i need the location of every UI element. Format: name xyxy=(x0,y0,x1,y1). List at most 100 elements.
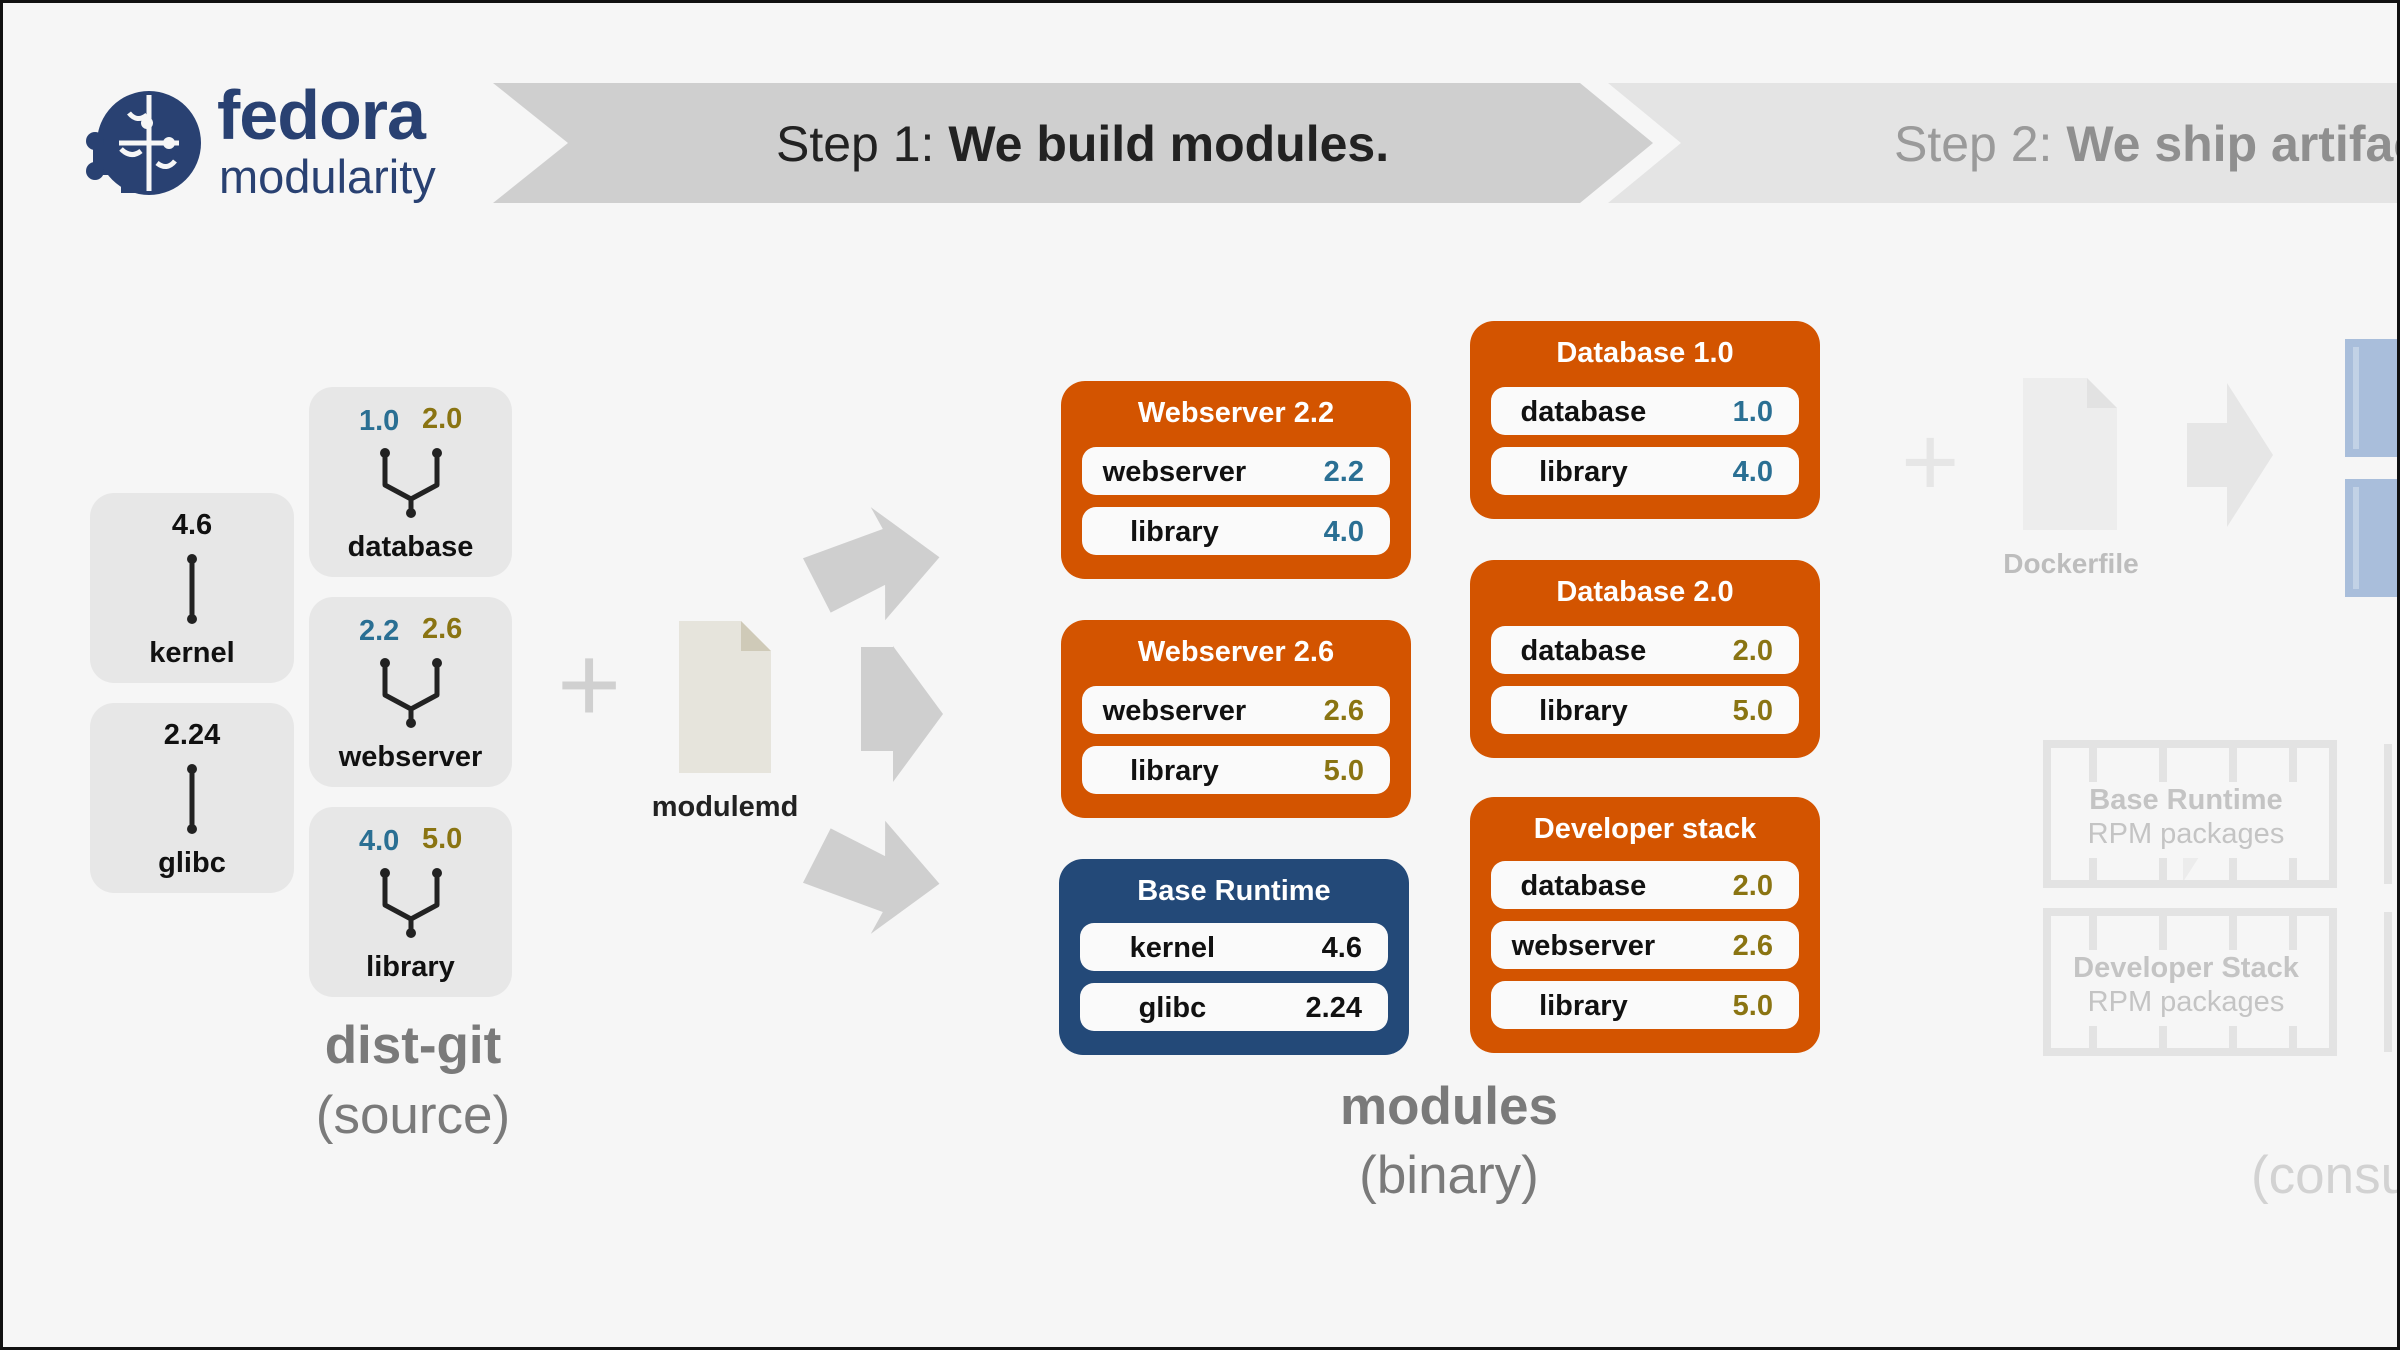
glibc-label: glibc xyxy=(158,847,226,879)
webserver-version-1: 2.2 xyxy=(359,615,400,647)
module-row: webserver 2.6 xyxy=(1082,686,1390,734)
modulemd-file-icon xyxy=(679,621,771,773)
row-version: 5.0 xyxy=(1732,990,1773,1022)
fedora-puzzle-icon xyxy=(86,91,201,195)
webserver-version-2: 2.6 xyxy=(422,613,463,645)
database-label: database xyxy=(347,531,474,563)
row-version: 4.6 xyxy=(1321,932,1362,964)
step-banners xyxy=(493,83,2397,203)
dockerfile-file-icon xyxy=(2023,378,2117,530)
module-row: library 5.0 xyxy=(1082,746,1390,794)
row-package: glibc xyxy=(1138,992,1207,1024)
step1-label: Step 1: We build modules. xyxy=(776,116,1390,172)
module-title: Database 1.0 xyxy=(1556,337,1734,369)
module-row: database 1.0 xyxy=(1491,387,1799,435)
modules-title: modules xyxy=(1340,1077,1558,1136)
plus-sign: + xyxy=(557,623,622,746)
row-version: 2.6 xyxy=(1323,695,1364,727)
single-branch-icon xyxy=(187,764,197,834)
row-version: 2.6 xyxy=(1732,930,1773,962)
build-arrows xyxy=(802,507,943,934)
module-webserver-2-2: Webserver 2.2 webserver 2.2 library 4.0 xyxy=(1061,381,1411,579)
module-database-1-0: Database 1.0 database 1.0 library 4.0 xyxy=(1470,321,1820,519)
module-row: database 2.0 xyxy=(1491,626,1799,674)
dockerfile-label: Dockerfile xyxy=(2003,548,2139,579)
module-developer-stack: Developer stack database 2.0 webserver 2… xyxy=(1470,797,1820,1053)
branch-merge-icon xyxy=(380,448,442,518)
module-row: library 5.0 xyxy=(1491,981,1799,1029)
row-version: 4.0 xyxy=(1323,516,1364,548)
step2-banner xyxy=(1608,83,2397,203)
modulemd-label: modulemd xyxy=(651,791,799,823)
rpm-shelves xyxy=(2043,740,2392,1056)
kernel-version: 4.6 xyxy=(171,509,213,541)
module-row: kernel 4.6 xyxy=(1080,923,1388,971)
row-package: webserver xyxy=(1102,695,1247,727)
row-package: database xyxy=(1520,396,1647,428)
rpm-developer-stack-title: Developer Stack xyxy=(2073,952,2299,984)
module-row: library 4.0 xyxy=(1082,507,1390,555)
dist-git-kernel: 4.6 kernel xyxy=(90,493,294,683)
step2-label: Step 2: We ship artifac xyxy=(1894,116,2400,172)
row-package: library xyxy=(1539,695,1628,727)
single-branch-icon xyxy=(187,554,197,624)
dist-git-subtitle: (source) xyxy=(315,1086,511,1145)
library-label: library xyxy=(366,951,455,983)
glibc-version: 2.24 xyxy=(163,719,221,751)
module-title: Base Runtime xyxy=(1137,875,1331,907)
database-version-2: 2.0 xyxy=(422,403,463,435)
database-version-1: 1.0 xyxy=(359,405,400,437)
module-row: webserver 2.6 xyxy=(1491,921,1799,969)
module-row: database 2.0 xyxy=(1491,861,1799,909)
row-version: 2.24 xyxy=(1305,992,1362,1024)
arrow-right-icon xyxy=(861,646,943,782)
faded-plus-sign: + xyxy=(1901,406,1960,518)
module-title: Developer stack xyxy=(1533,813,1757,845)
row-version: 2.2 xyxy=(1323,456,1364,488)
library-version-2: 5.0 xyxy=(422,823,463,855)
dist-git-webserver: 2.2 2.6 webserver xyxy=(309,597,512,787)
row-package: library xyxy=(1539,990,1628,1022)
row-package: webserver xyxy=(1102,456,1247,488)
modules-subtitle: (binary) xyxy=(1359,1146,1539,1205)
rpm-base-runtime-title: Base Runtime xyxy=(2089,784,2283,816)
branch-merge-icon xyxy=(380,868,442,938)
row-package: webserver xyxy=(1511,930,1656,962)
dist-git-library: 4.0 5.0 library xyxy=(309,807,512,997)
row-package: library xyxy=(1130,516,1219,548)
module-database-2-0: Database 2.0 database 2.0 library 5.0 xyxy=(1470,560,1820,758)
dist-git-title: dist-git xyxy=(324,1016,502,1075)
consumer-subtitle-partial: (consu xyxy=(2251,1146,2400,1205)
row-package: database xyxy=(1520,870,1647,902)
module-base-runtime: Base Runtime kernel 4.6 glibc 2.24 xyxy=(1059,859,1409,1055)
row-version: 4.0 xyxy=(1732,456,1773,488)
logo-fedora-text: fedora xyxy=(217,76,426,154)
module-title: Webserver 2.2 xyxy=(1137,397,1335,429)
container-images xyxy=(2345,339,2397,597)
step1-banner xyxy=(493,83,1653,203)
module-webserver-2-6: Webserver 2.6 webserver 2.6 library 5.0 xyxy=(1061,620,1411,818)
rpm-base-runtime-sub: RPM packages xyxy=(2087,818,2285,850)
library-version-1: 4.0 xyxy=(359,825,400,857)
row-version: 5.0 xyxy=(1732,695,1773,727)
row-version: 2.0 xyxy=(1732,635,1773,667)
module-row: glibc 2.24 xyxy=(1080,983,1388,1031)
row-version: 5.0 xyxy=(1323,755,1364,787)
logo-modularity-text: modularity xyxy=(219,150,436,203)
row-package: library xyxy=(1539,456,1628,488)
module-row: webserver 2.2 xyxy=(1082,447,1390,495)
module-title: Webserver 2.6 xyxy=(1137,636,1335,668)
row-package: kernel xyxy=(1129,932,1216,964)
row-version: 2.0 xyxy=(1732,870,1773,902)
row-package: database xyxy=(1520,635,1647,667)
dist-git-database: 1.0 2.0 database xyxy=(309,387,512,577)
arrow-up-right-icon xyxy=(802,507,940,621)
branch-merge-icon xyxy=(380,658,442,728)
module-row: library 4.0 xyxy=(1491,447,1799,495)
kernel-label: kernel xyxy=(149,637,235,669)
row-package: library xyxy=(1130,755,1219,787)
rpm-developer-stack-sub: RPM packages xyxy=(2087,986,2285,1018)
dist-git-glibc: 2.24 glibc xyxy=(90,703,294,893)
module-title: Database 2.0 xyxy=(1556,576,1734,608)
